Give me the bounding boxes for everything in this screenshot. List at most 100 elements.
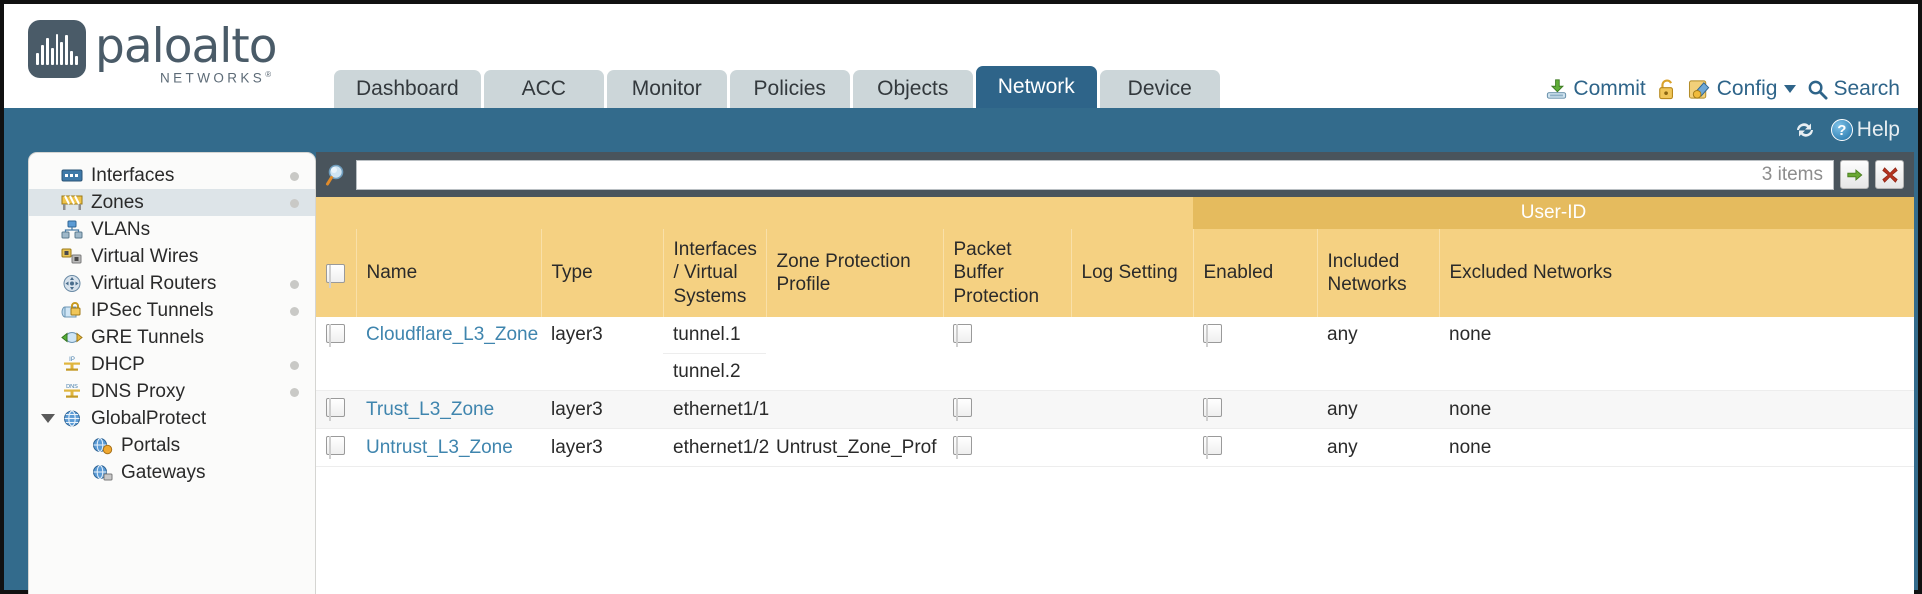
sidebar-item-gateways[interactable]: Gateways: [29, 459, 315, 486]
refresh-icon[interactable]: [1793, 119, 1817, 141]
col-interfaces[interactable]: Interfaces / Virtual Systems: [662, 229, 766, 317]
tab-device[interactable]: Device: [1099, 70, 1220, 108]
cell-name[interactable]: Trust_L3_Zone: [356, 390, 541, 429]
cell-userid-enabled[interactable]: [1193, 317, 1317, 391]
padlock-icon[interactable]: [1657, 78, 1677, 101]
cell-name[interactable]: Untrust_L3_Zone: [356, 428, 541, 467]
cell-included-networks: any: [1317, 428, 1439, 467]
zone-type: layer3: [551, 398, 603, 420]
interface-list: ethernet1/1: [663, 392, 770, 428]
filter-search-icon[interactable]: [324, 162, 350, 188]
row-checkbox[interactable]: [326, 324, 345, 347]
packet-buffer-protection-checkbox[interactable]: [953, 324, 972, 347]
expand-triangle-icon[interactable]: [41, 414, 55, 423]
config-menu[interactable]: Config: [1688, 77, 1797, 101]
help-icon: ?: [1830, 119, 1853, 141]
cell-interfaces: ethernet1/1: [663, 390, 770, 429]
row-select-cell[interactable]: [316, 390, 356, 429]
tab-network[interactable]: Network: [975, 66, 1097, 108]
userid-enabled-checkbox[interactable]: [1203, 436, 1222, 459]
ipsec-tunnels-icon: [61, 301, 83, 320]
table-header-row: Name Type Interfaces / Virtual Systems Z…: [316, 229, 1914, 317]
sidebar-item-interfaces[interactable]: Interfaces: [29, 162, 315, 189]
commit-label: Commit: [1573, 77, 1646, 100]
packet-buffer-protection-checkbox[interactable]: [953, 436, 972, 459]
row-select-cell[interactable]: [316, 317, 356, 391]
sidebar-item-status-dot: [290, 388, 299, 397]
zone-name-link[interactable]: Trust_L3_Zone: [366, 398, 495, 420]
col-name[interactable]: Name: [355, 229, 541, 317]
globalprotect-icon: [61, 409, 83, 428]
table-group-header-row: User-ID: [316, 197, 1914, 229]
userid-enabled-checkbox[interactable]: [1203, 398, 1222, 421]
tab-monitor[interactable]: Monitor: [606, 70, 727, 108]
commit-button[interactable]: Commit: [1545, 77, 1646, 101]
col-packet-buffer-protection[interactable]: Packet Buffer Protection: [942, 229, 1071, 317]
sidebar-item-virtual-routers[interactable]: Virtual Routers: [29, 270, 315, 297]
zone-name-link[interactable]: Untrust_L3_Zone: [366, 436, 513, 458]
tab-policies[interactable]: Policies: [729, 70, 850, 108]
userid-enabled-checkbox[interactable]: [1203, 324, 1222, 347]
sidebar-item-zones[interactable]: Zones: [29, 189, 315, 216]
tab-dashboard[interactable]: Dashboard: [334, 70, 481, 108]
dhcp-icon: IP: [61, 355, 83, 374]
col-type[interactable]: Type: [540, 229, 663, 317]
cell-name[interactable]: Cloudflare_L3_Zone: [356, 317, 541, 391]
search-button[interactable]: Search: [1807, 77, 1900, 101]
sidebar-item-status-dot: [290, 199, 299, 208]
cell-log-setting: [1071, 390, 1193, 429]
sidebar-item-label: GRE Tunnels: [91, 326, 204, 348]
col-log-setting[interactable]: Log Setting: [1070, 229, 1193, 317]
cell-packet-buffer-protection[interactable]: [943, 317, 1071, 391]
sidebar-item-vlans[interactable]: VLANs: [29, 216, 315, 243]
zone-type: layer3: [551, 436, 603, 458]
cell-packet-buffer-protection[interactable]: [943, 428, 1071, 467]
tab-acc[interactable]: ACC: [483, 70, 604, 108]
sidebar-item-ipsec-tunnels[interactable]: IPSec Tunnels: [29, 297, 315, 324]
select-all-header[interactable]: [316, 229, 356, 317]
cell-packet-buffer-protection[interactable]: [943, 390, 1071, 429]
sidebar-item-virtual-wires[interactable]: Virtual Wires: [29, 243, 315, 270]
cell-excluded-networks: none: [1439, 390, 1914, 429]
cell-zone-protection-profile: Untrust_Zone_Prof: [766, 428, 943, 467]
sidebar-item-portals[interactable]: Portals: [29, 432, 315, 459]
packet-buffer-protection-checkbox[interactable]: [953, 398, 972, 421]
cell-userid-enabled[interactable]: [1193, 428, 1317, 467]
zone-name-link[interactable]: Cloudflare_L3_Zone: [366, 324, 539, 345]
help-button[interactable]: ? Help: [1830, 118, 1900, 142]
apply-filter-button[interactable]: [1840, 160, 1869, 189]
interface-item: ethernet1/1: [673, 398, 770, 420]
sidebar-item-globalprotect[interactable]: GlobalProtect: [29, 405, 315, 432]
main-content: 3 items User-ID: [316, 152, 1914, 594]
search-label: Search: [1833, 77, 1900, 100]
col-zone-protection-profile[interactable]: Zone Protection Profile: [765, 229, 943, 317]
col-userid-enabled[interactable]: Enabled: [1192, 229, 1317, 317]
cell-type: layer3: [541, 428, 663, 467]
tab-objects[interactable]: Objects: [852, 70, 973, 108]
row-checkbox[interactable]: [326, 398, 345, 421]
row-checkbox[interactable]: [326, 436, 345, 459]
col-included-networks[interactable]: Included Networks: [1316, 229, 1439, 317]
col-excluded-networks[interactable]: Excluded Networks: [1438, 229, 1914, 317]
row-select-cell[interactable]: [316, 428, 356, 467]
search-input[interactable]: 3 items: [356, 159, 1834, 190]
cell-userid-enabled[interactable]: [1193, 390, 1317, 429]
svg-text:IP: IP: [69, 357, 75, 363]
portals-icon: [91, 436, 113, 455]
cell-log-setting: [1071, 317, 1193, 391]
paloalto-logo-icon: [28, 20, 86, 78]
sidebar-item-gre-tunnels[interactable]: GRE Tunnels: [29, 324, 315, 351]
sidebar-item-label: DNS Proxy: [91, 380, 185, 402]
interface-list: ethernet1/2: [663, 430, 769, 466]
sidebar-item-label: GlobalProtect: [91, 407, 207, 429]
vlans-icon: [61, 220, 83, 239]
clear-filter-button[interactable]: [1875, 160, 1904, 189]
select-all-checkbox[interactable]: [326, 263, 345, 288]
